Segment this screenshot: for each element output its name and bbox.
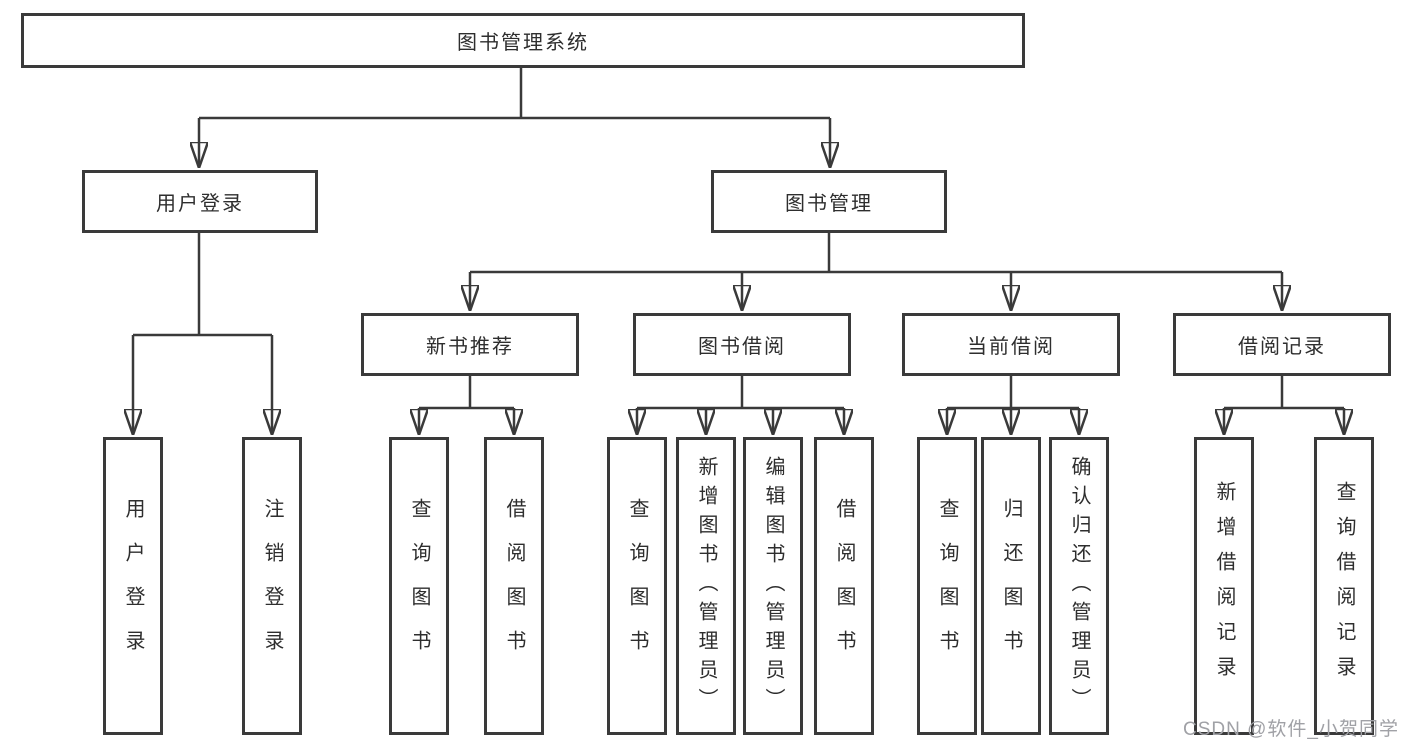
node-label: 用户登录 (122, 498, 144, 674)
leaf-borrow-book-recommend: 借阅图书 (484, 437, 544, 735)
leaf-query-borrow-record: 查询借阅记录 (1314, 437, 1374, 735)
node-label: 查询图书 (408, 498, 430, 674)
node-label: 查询图书 (936, 498, 958, 674)
leaf-query-book-current: 查询图书 (917, 437, 977, 735)
leaf-logout-login: 注销登录 (242, 437, 302, 735)
node-label: 图书借阅 (698, 336, 786, 358)
node-library-management-system: 图书管理系统 (21, 13, 1025, 68)
leaf-return-book: 归还图书 (981, 437, 1041, 735)
node-label: 借阅图书 (833, 498, 855, 674)
node-label: 查询图书 (626, 498, 648, 674)
node-label: 借阅图书 (503, 498, 525, 674)
node-label: 新书推荐 (426, 336, 514, 358)
node-book-management: 图书管理 (711, 170, 947, 233)
leaf-query-book-recommend: 查询图书 (389, 437, 449, 735)
node-label: 确认归还（管理员） (1068, 455, 1090, 717)
node-borrow-record: 借阅记录 (1173, 313, 1391, 376)
leaf-add-book-admin: 新增图书（管理员） (676, 437, 736, 735)
node-label: 编辑图书（管理员） (762, 455, 784, 717)
node-label: 注销登录 (261, 498, 283, 674)
leaf-query-book-borrow: 查询图书 (607, 437, 667, 735)
node-label: 归还图书 (1000, 498, 1022, 674)
leaf-borrow-book: 借阅图书 (814, 437, 874, 735)
node-label: 新增图书（管理员） (695, 455, 717, 717)
leaf-edit-book-admin: 编辑图书（管理员） (743, 437, 803, 735)
node-label: 用户登录 (156, 193, 244, 215)
node-new-book-recommend: 新书推荐 (361, 313, 579, 376)
node-user-login: 用户登录 (82, 170, 318, 233)
leaf-user-login: 用户登录 (103, 437, 163, 735)
node-current-borrow: 当前借阅 (902, 313, 1120, 376)
node-book-borrow: 图书借阅 (633, 313, 851, 376)
node-label: 查询借阅记录 (1333, 481, 1355, 691)
node-label: 新增借阅记录 (1213, 481, 1235, 691)
node-label: 当前借阅 (967, 336, 1055, 358)
node-label: 图书管理系统 (457, 32, 589, 54)
leaf-confirm-return-admin: 确认归还（管理员） (1049, 437, 1109, 735)
node-label: 图书管理 (785, 193, 873, 215)
leaf-add-borrow-record: 新增借阅记录 (1194, 437, 1254, 735)
csdn-watermark: CSDN @软件_小贺同学 (1183, 719, 1399, 740)
node-label: 借阅记录 (1238, 336, 1326, 358)
